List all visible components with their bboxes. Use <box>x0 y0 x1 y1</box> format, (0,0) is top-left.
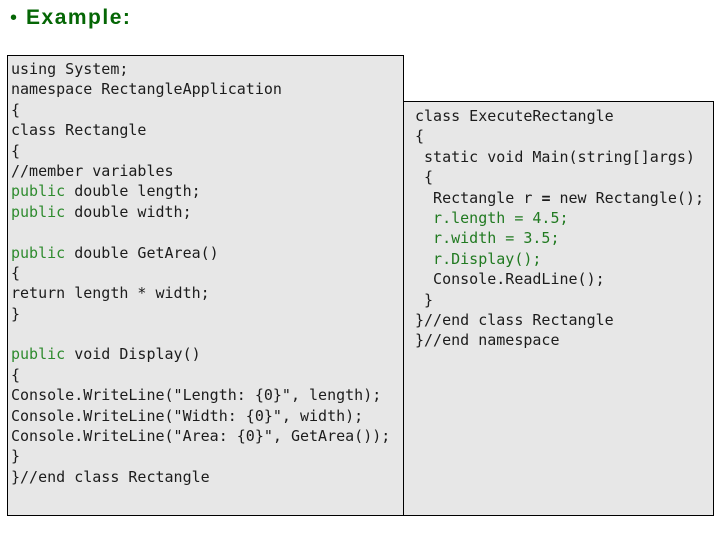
code-segment: { <box>11 263 21 282</box>
code-line: }//end class Rectangle <box>11 467 403 487</box>
code-line: } <box>415 290 713 310</box>
code-segment: Rectangle r <box>415 188 542 207</box>
code-line: public double width; <box>11 202 403 222</box>
code-line: r.Display(); <box>415 249 713 269</box>
code-segment: { <box>11 365 21 384</box>
code-segment: }//end class Rectangle <box>11 467 210 486</box>
code-line <box>11 222 403 242</box>
code-line: { <box>415 167 713 187</box>
code-segment: Console.WriteLine("Length: {0}", length)… <box>11 386 382 405</box>
code-line: class Rectangle <box>11 120 403 140</box>
code-line: class ExecuteRectangle <box>415 106 713 126</box>
code-line: public double length; <box>11 181 403 201</box>
code-segment: }//end class Rectangle <box>415 310 614 329</box>
code-line: { <box>11 263 403 283</box>
code-segment: using System; <box>11 60 129 78</box>
code-segment: public <box>11 345 66 364</box>
code-line: public void Display() <box>11 344 403 364</box>
code-segment: r.length = 4.5; <box>415 208 569 227</box>
code-segment: static void Main(string[]args) <box>415 147 695 166</box>
code-line: Console.WriteLine("Area: {0}", GetArea()… <box>11 426 403 446</box>
code-segment: //member variables <box>11 161 174 180</box>
code-segment: = <box>541 188 551 207</box>
title-row: • Example: <box>10 6 131 30</box>
code-line: }//end class Rectangle <box>415 310 713 330</box>
code-segment: class Rectangle <box>11 121 147 140</box>
code-line: using System; <box>11 59 403 79</box>
code-line: { <box>11 141 403 161</box>
bullet-icon: • <box>10 7 18 29</box>
code-segment: Console.ReadLine(); <box>415 270 605 289</box>
code-segment: } <box>11 447 21 466</box>
code-segment: return length * width; <box>11 284 210 303</box>
code-segment: { <box>11 100 21 119</box>
code-segment: { <box>415 168 434 187</box>
page-title: Example: <box>26 6 132 29</box>
code-line: Console.WriteLine("Width: {0}", width); <box>11 406 403 426</box>
code-segment: }//end namespace <box>415 331 560 350</box>
code-segment: { <box>415 127 425 146</box>
code-segment: class ExecuteRectangle <box>415 107 614 125</box>
code-line: Console.WriteLine("Length: {0}", length)… <box>11 385 403 405</box>
code-line: namespace RectangleApplication <box>11 79 403 99</box>
code-segment: public <box>11 202 66 221</box>
code-segment: Console.WriteLine("Width: {0}", width); <box>11 406 364 425</box>
left-code-panel: using System; namespace RectangleApplicat… <box>7 55 404 516</box>
code-line: { <box>11 365 403 385</box>
code-line: { <box>415 126 713 146</box>
code-line: return length * width; <box>11 283 403 303</box>
code-segment: { <box>11 141 21 160</box>
code-line: r.width = 3.5; <box>415 228 713 248</box>
code-line: Console.ReadLine(); <box>415 269 713 289</box>
code-segment: new Rectangle(); <box>550 188 704 207</box>
code-segment: Console.WriteLine("Area: {0}", GetArea()… <box>11 427 391 446</box>
code-segment: namespace RectangleApplication <box>11 80 282 99</box>
code-segment: } <box>11 304 21 323</box>
code-line: r.length = 4.5; <box>415 208 713 228</box>
code-line: Rectangle r = new Rectangle(); <box>415 188 713 208</box>
code-segment: public <box>11 182 66 201</box>
code-segment: public <box>11 243 66 262</box>
code-segment: double length; <box>65 182 201 201</box>
code-segment: } <box>415 290 434 309</box>
code-line: static void Main(string[]args) <box>415 147 713 167</box>
code-line: { <box>11 100 403 120</box>
code-line: public double GetArea() <box>11 243 403 263</box>
code-line: } <box>11 304 403 324</box>
code-line: }//end namespace <box>415 330 713 350</box>
code-segment: r.Display(); <box>415 249 542 268</box>
code-line: } <box>11 446 403 466</box>
code-segment: double width; <box>65 202 192 221</box>
code-line: //member variables <box>11 161 403 181</box>
code-line <box>11 324 403 344</box>
code-segment: double GetArea() <box>65 243 219 262</box>
code-segment: r.width = 3.5; <box>415 229 560 248</box>
right-code-panel: class ExecuteRectangle { static void Main… <box>403 101 714 516</box>
code-segment: void Display() <box>65 345 201 364</box>
